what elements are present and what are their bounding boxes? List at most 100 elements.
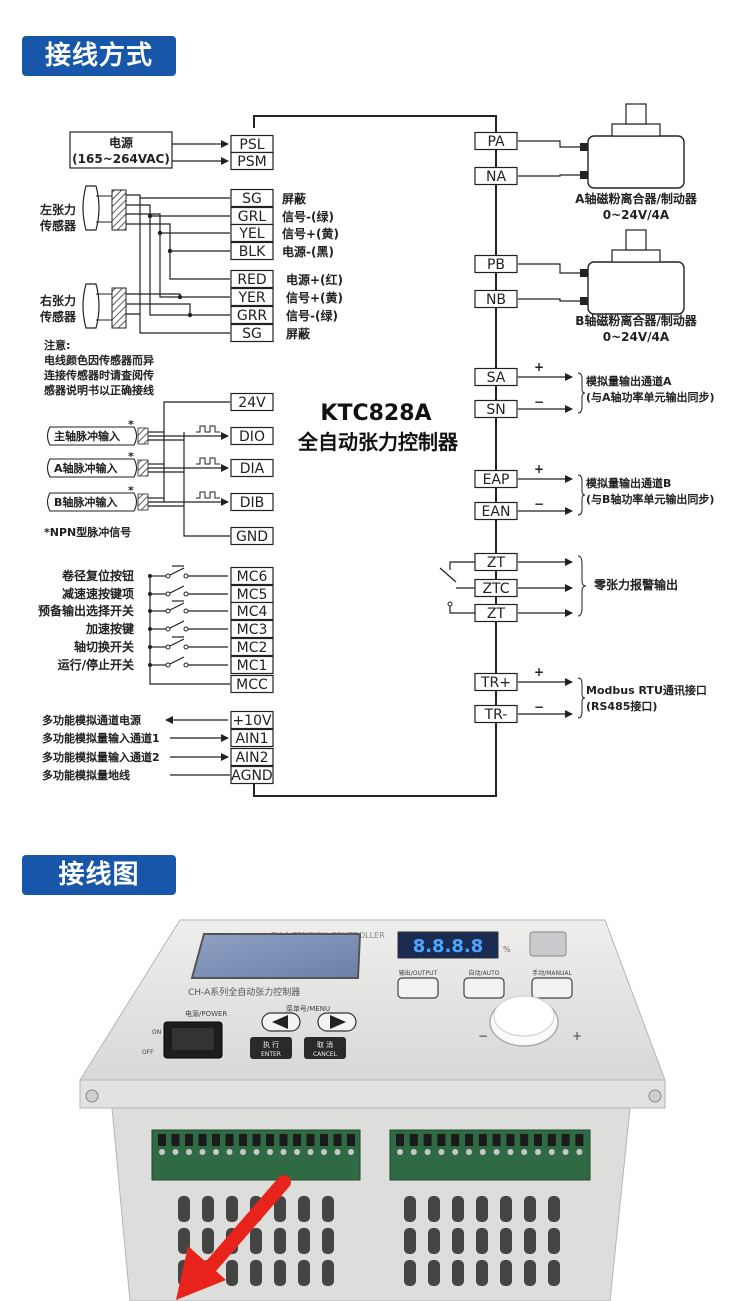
terminal-gnd-box (230, 526, 274, 546)
brake-a-icon (580, 103, 685, 189)
sensor-wire-label: 屏蔽 (285, 326, 311, 341)
sensor-wiring (126, 194, 230, 334)
terminal-label: AIN2 (235, 750, 268, 766)
terminal-label: RED (237, 272, 266, 288)
menu-left-icon (272, 1015, 288, 1029)
output-button[interactable] (397, 977, 439, 999)
terminal-24v-box (230, 392, 274, 412)
power-box (69, 131, 173, 169)
terminal-label: PB (487, 257, 505, 273)
minus-sign: − (534, 395, 544, 409)
right-sensor-label: 右张力传感器 (39, 293, 77, 324)
pulse-waveform-icon (196, 491, 220, 499)
terminal-label: MC2 (237, 640, 268, 656)
brace-icon (577, 372, 586, 414)
switch-lever-icon (169, 656, 185, 665)
switch-lever-icon (169, 567, 185, 576)
terminal-nb-box (474, 289, 518, 309)
right-tension-sensor (82, 283, 127, 329)
wiring-diagram: PSLPSMSGGRLYELBLKREDYERGRRSG24VDIODIADIB… (38, 103, 715, 797)
terminal-label: MCC (236, 677, 268, 693)
terminal-mc2-box (230, 637, 274, 657)
terminal-label: AGND (231, 768, 272, 784)
switch-label: 轴切换开关 (74, 639, 134, 654)
switch-label: 卷径复位按钮 (61, 568, 134, 583)
terminal-label: PSL (239, 137, 264, 153)
switch-contact-icon (183, 644, 189, 650)
switch-label: 运行/停止开关 (58, 657, 134, 672)
terminal-label: ZT (487, 606, 506, 622)
switch-contact-icon (165, 608, 171, 614)
manual-button[interactable] (531, 977, 573, 999)
terminal-grr-box (230, 305, 274, 325)
terminal-mc1-box (230, 655, 274, 675)
menu-right-icon (330, 1015, 346, 1029)
terminal-label: TR+ (480, 675, 511, 691)
terminal-dib-box (230, 492, 274, 512)
note-line: 连接传感器时请查阅传 (44, 368, 154, 382)
pulse-inputs: 主轴脉冲输入*A轴脉冲输入*B轴脉冲输入* (46, 418, 229, 512)
series-label: CH-A系列全自动张力控制器 (188, 986, 300, 998)
sensor-junctions (147, 213, 193, 318)
terminal-label: YER (237, 290, 265, 306)
terminal-mc4-box (230, 601, 274, 621)
analog-input-label: 多功能模拟通道电源 (42, 713, 141, 727)
analog-input-label: 多功能模拟量输入通道2 (42, 750, 160, 764)
label-auto: 自动/AUTO (469, 969, 500, 977)
cancel-button[interactable] (304, 1037, 346, 1059)
terminal-label: TR- (484, 707, 508, 723)
pulse-input-label: A轴脉冲输入 (54, 461, 118, 475)
sensor-wire-label: 信号-(绿) (286, 308, 338, 323)
device-photo: CH-A TENSION CONTROLLER CH-A系列全自动张力控制器 8… (79, 919, 666, 1301)
note-title: 注意: (44, 338, 70, 352)
terminal-na-box (474, 166, 518, 186)
plus-sign: + (534, 665, 544, 679)
cancel-en: CANCEL (313, 1051, 338, 1058)
terminal-label: ZTC (482, 581, 509, 597)
menu-label: 菜单号/MENU (286, 1004, 330, 1013)
sensor-wire-label: 电源-(黑) (282, 244, 334, 259)
terminal-label: +10V (232, 713, 272, 729)
terminal-sg-box (230, 323, 274, 343)
terminal-label: SA (487, 370, 506, 386)
switch-contact-icon (165, 626, 171, 632)
brake-b-icon (580, 229, 685, 315)
switch-contact-icon (165, 662, 171, 668)
terminal-label: MC4 (237, 604, 268, 620)
sensor-wire-label: 信号-(绿) (282, 209, 334, 224)
on-label: ON (152, 1029, 161, 1036)
terminal-label: DIB (240, 495, 265, 511)
screw-right (648, 1089, 662, 1103)
section-title-wiring-method: 接线方式 (22, 36, 176, 76)
terminal-sn-box (474, 399, 518, 419)
wire-gnd (183, 432, 230, 537)
left-terminal-block: PSLPSMSGGRLYELBLKREDYERGRRSG24VDIODIADIB… (230, 134, 274, 785)
pulse-cable-icon (46, 492, 138, 512)
switch-contact-icon (183, 626, 189, 632)
terminal-label: DIO (239, 429, 265, 445)
right-output-wiring: +−+−+− (439, 360, 587, 719)
terminal-label: GRR (237, 308, 268, 324)
red-arrow-icon (176, 1175, 291, 1300)
terminal-ean-box (474, 501, 518, 521)
knob-plus: + (572, 1029, 582, 1043)
unit-percent: % (503, 945, 511, 954)
brace-icon (577, 474, 586, 516)
terminal-ain1-box (230, 728, 274, 748)
controller-name: 全自动张力控制器 (297, 430, 459, 454)
enter-button[interactable] (250, 1037, 292, 1059)
terminal-dio-box (230, 426, 274, 446)
terminal-yel-box (230, 223, 274, 243)
terminal-label: ZT (487, 555, 506, 571)
power-rocker (172, 1028, 214, 1050)
minus-sign: − (534, 497, 544, 511)
terminal-label: GND (236, 529, 268, 545)
pulse-waveform-icon (196, 457, 220, 465)
auto-button[interactable] (463, 977, 505, 999)
pulse-mark: * (128, 418, 134, 431)
terminal-tr-box (474, 672, 518, 692)
